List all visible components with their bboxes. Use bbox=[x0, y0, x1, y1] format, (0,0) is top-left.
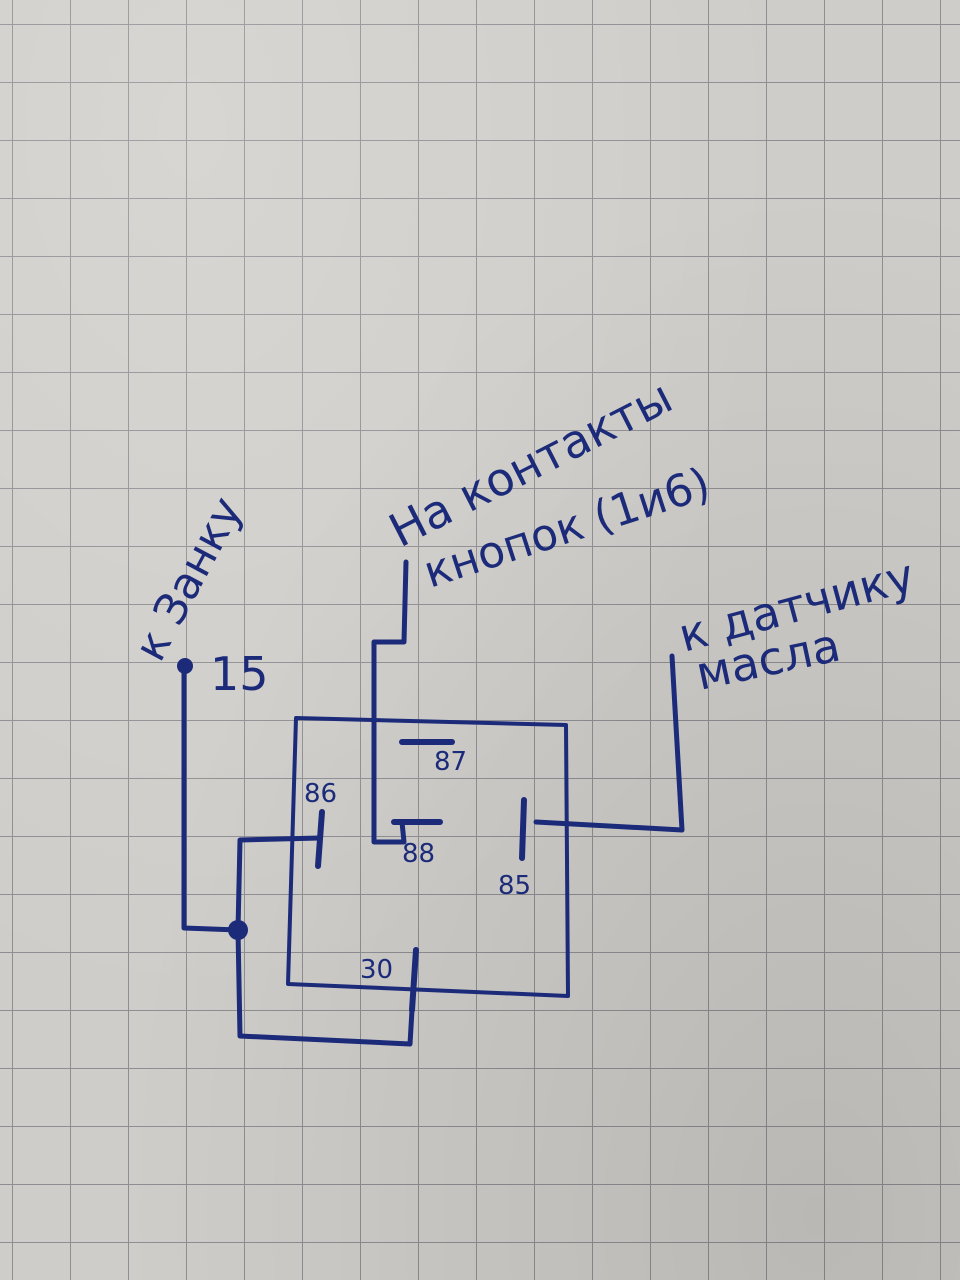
contact-85 bbox=[519, 797, 527, 861]
wire-88-buttons bbox=[371, 559, 409, 845]
contact-30 bbox=[409, 947, 419, 1013]
relay-box bbox=[286, 716, 570, 998]
wire-30 bbox=[235, 927, 415, 1047]
label-terminal-15: 15 bbox=[210, 647, 269, 701]
terminal-15-dot bbox=[177, 658, 193, 674]
wire-86 bbox=[235, 835, 323, 933]
pin-label-85: 85 bbox=[498, 871, 531, 901]
pin-label-86: 86 bbox=[304, 779, 337, 809]
pin-label-88: 88 bbox=[402, 839, 435, 869]
label-k-zamku: к Занку bbox=[125, 489, 253, 669]
pin-label-30: 30 bbox=[360, 955, 393, 985]
wire-ignition-15 bbox=[181, 665, 241, 933]
wire-85-oil-sensor bbox=[533, 653, 685, 833]
pin-label-87: 87 bbox=[434, 747, 467, 777]
junction-dot bbox=[228, 920, 248, 940]
